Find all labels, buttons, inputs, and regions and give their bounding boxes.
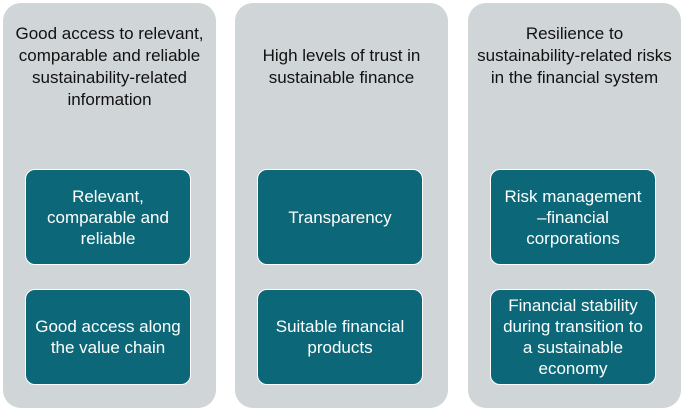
box-good-access-value-chain: Good access along the value chain [25, 289, 191, 385]
box-transparency: Transparency [257, 169, 423, 265]
column-resilience: Resilience to sustainability-related ris… [468, 3, 681, 408]
box-label: Good access along the value chain [35, 317, 181, 357]
column-title: Resilience to sustainability-related ris… [477, 24, 672, 87]
box-label: Relevant, comparable and reliable [47, 186, 169, 248]
box-label: Risk management –financial corporations [504, 186, 642, 248]
box-financial-stability: Financial stability during transition to… [490, 289, 656, 385]
column-information-access: Good access to relevant, comparable and … [3, 3, 216, 408]
box-label: Transparency [288, 207, 392, 227]
box-suitable-products: Suitable financial products [257, 289, 423, 385]
column-title: High levels of trust in sustainable fina… [262, 46, 421, 87]
box-relevant-comparable-reliable: Relevant, comparable and reliable [25, 169, 191, 265]
column-title: Good access to relevant, comparable and … [15, 24, 204, 109]
box-label: Financial stability during transition to… [503, 296, 643, 378]
box-label: Suitable financial products [275, 317, 405, 357]
column-trust: High levels of trust in sustainable fina… [235, 3, 448, 408]
box-risk-management: Risk management –financial corporations [490, 169, 656, 265]
